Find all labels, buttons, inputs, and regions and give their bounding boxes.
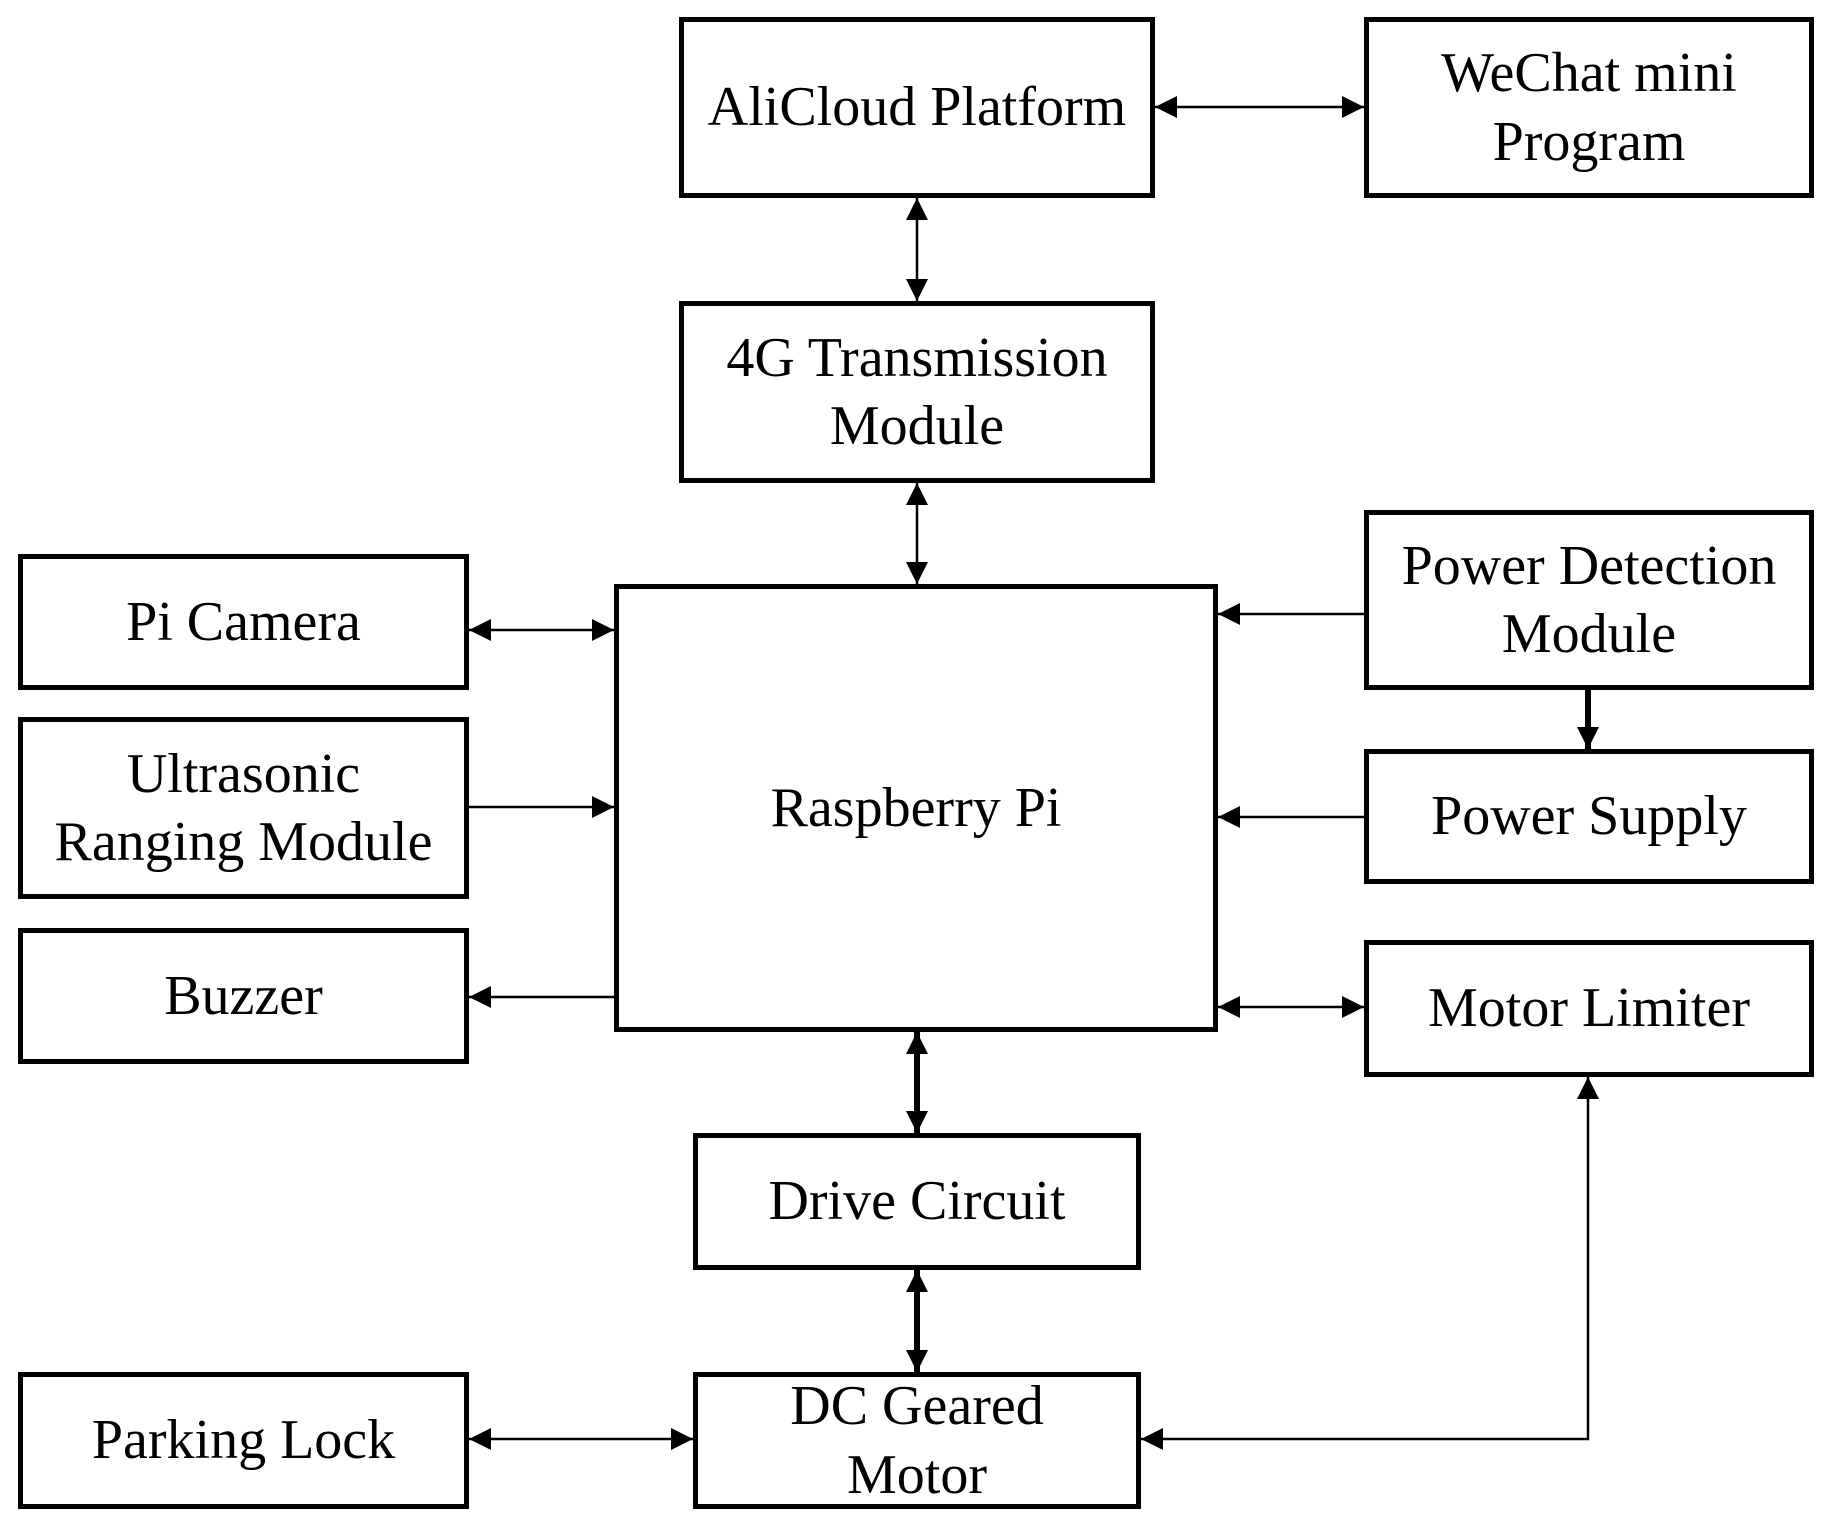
transmission-module-label: 4G Transmission Module (726, 326, 1108, 457)
buzzer-label: Buzzer (164, 964, 323, 1027)
buzzer-block: Buzzer (18, 928, 469, 1064)
wechat-mini-program-block: WeChat mini Program (1364, 17, 1814, 198)
wechat-mini-program-label: WeChat mini Program (1441, 42, 1737, 173)
power-detection-label: Power Detection Module (1401, 534, 1777, 665)
pi-camera-label: Pi Camera (126, 590, 361, 653)
parking-lock-block: Parking Lock (18, 1372, 469, 1509)
alicloud-platform-label: AliCloud Platform (707, 76, 1127, 139)
raspberry-pi-block: Raspberry Pi (614, 584, 1218, 1032)
parking-lock-label: Parking Lock (91, 1409, 396, 1472)
power-supply-label: Power Supply (1431, 785, 1747, 848)
drive-circuit-label: Drive Circuit (768, 1170, 1066, 1233)
alicloud-platform-block: AliCloud Platform (679, 17, 1155, 198)
transmission-module-block: 4G Transmission Module (679, 301, 1155, 483)
pi-camera-block: Pi Camera (18, 554, 469, 690)
raspberry-pi-label: Raspberry Pi (770, 776, 1062, 839)
dc-geared-motor-block: DC Geared Motor (693, 1372, 1141, 1509)
power-detection-block: Power Detection Module (1364, 510, 1814, 690)
motor-limiter-block: Motor Limiter (1364, 940, 1814, 1077)
dc-geared-motor-label: DC Geared Motor (790, 1375, 1044, 1506)
power-supply-block: Power Supply (1364, 749, 1814, 884)
drive-circuit-block: Drive Circuit (693, 1133, 1141, 1270)
ultrasonic-ranging-label: Ultrasonic Ranging Module (54, 742, 433, 873)
ultrasonic-ranging-block: Ultrasonic Ranging Module (18, 717, 469, 899)
link-dcmotor-motorlimiter (1141, 1077, 1599, 1450)
motor-limiter-label: Motor Limiter (1428, 977, 1750, 1040)
